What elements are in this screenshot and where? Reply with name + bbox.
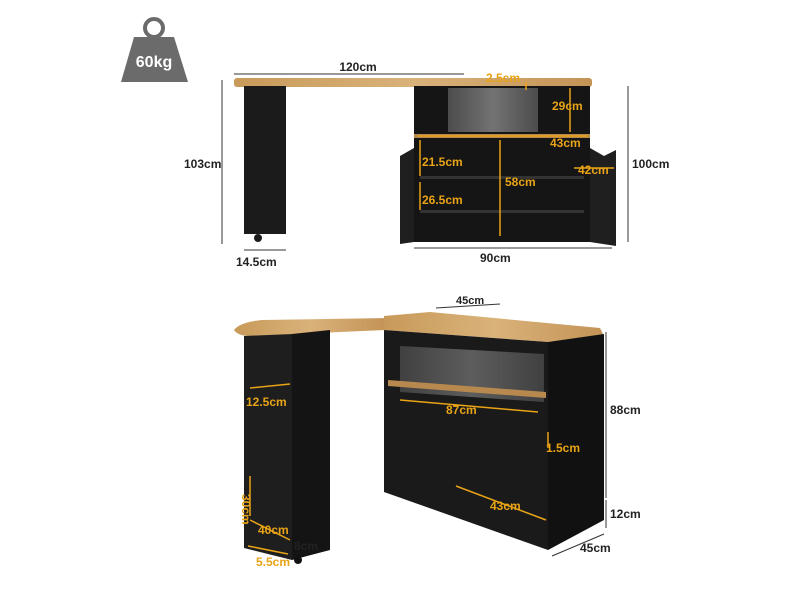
inner-shelf-lower (420, 210, 584, 213)
dim-wheel-offset: 5.5cm (256, 555, 290, 569)
dim-drawer-width: 43cm (490, 499, 521, 513)
right-door-open (590, 148, 616, 246)
dim-perspective-cabinet-height: 88cm (610, 403, 641, 417)
dim-side-shelf-gap: 12.5cm (246, 395, 287, 409)
weight-icon (121, 17, 188, 82)
dim-side-shelf-height: 30cm (239, 494, 253, 525)
dim-top-thickness: 2.5cm (486, 71, 520, 85)
glass-door (448, 88, 538, 132)
dim-base-height: 12cm (610, 507, 641, 521)
dim-side-depth: 8cm (294, 539, 318, 553)
weight-label: 60kg (136, 54, 172, 71)
dim-total-width: 120cm (339, 60, 376, 74)
dim-cabinet-depth: 45cm (580, 541, 611, 555)
side-shelf-unit (244, 334, 292, 560)
left-door-open (400, 148, 414, 244)
dim-inner-shelf-lower: 26.5cm (422, 193, 463, 207)
leg-column (244, 86, 286, 234)
perspective-top-left (234, 318, 386, 336)
dim-side-shelf-width: 40cm (258, 523, 289, 537)
side-shelf-wheel (294, 556, 302, 564)
dim-leg-width: 14.5cm (236, 255, 277, 269)
dim-inner-width: 87cm (446, 403, 477, 417)
perspective-view (234, 312, 604, 564)
perspective-top-right (384, 312, 604, 342)
perspective-shelf (388, 380, 546, 398)
leg-wheel (254, 234, 262, 242)
dim-total-height: 103cm (184, 157, 221, 171)
dim-inner-shelf-upper: 21.5cm (422, 155, 463, 169)
side-shelf-panel (292, 330, 330, 560)
dim-cabinet-height: 100cm (632, 157, 669, 171)
inner-shelf (420, 176, 584, 179)
dim-cabinet-width: 90cm (480, 251, 511, 265)
dim-top-depth: 45cm (456, 295, 484, 307)
dim-inner-height: 58cm (505, 175, 536, 189)
dim-upper-shelf-height: 29cm (552, 99, 583, 113)
dim-door-depth: 42cm (578, 163, 609, 177)
dim-door-gap: 1.5cm (546, 441, 580, 455)
perspective-cabinet-side (548, 334, 604, 550)
table-top (234, 78, 592, 87)
dim-shelf-depth: 43cm (550, 136, 581, 150)
